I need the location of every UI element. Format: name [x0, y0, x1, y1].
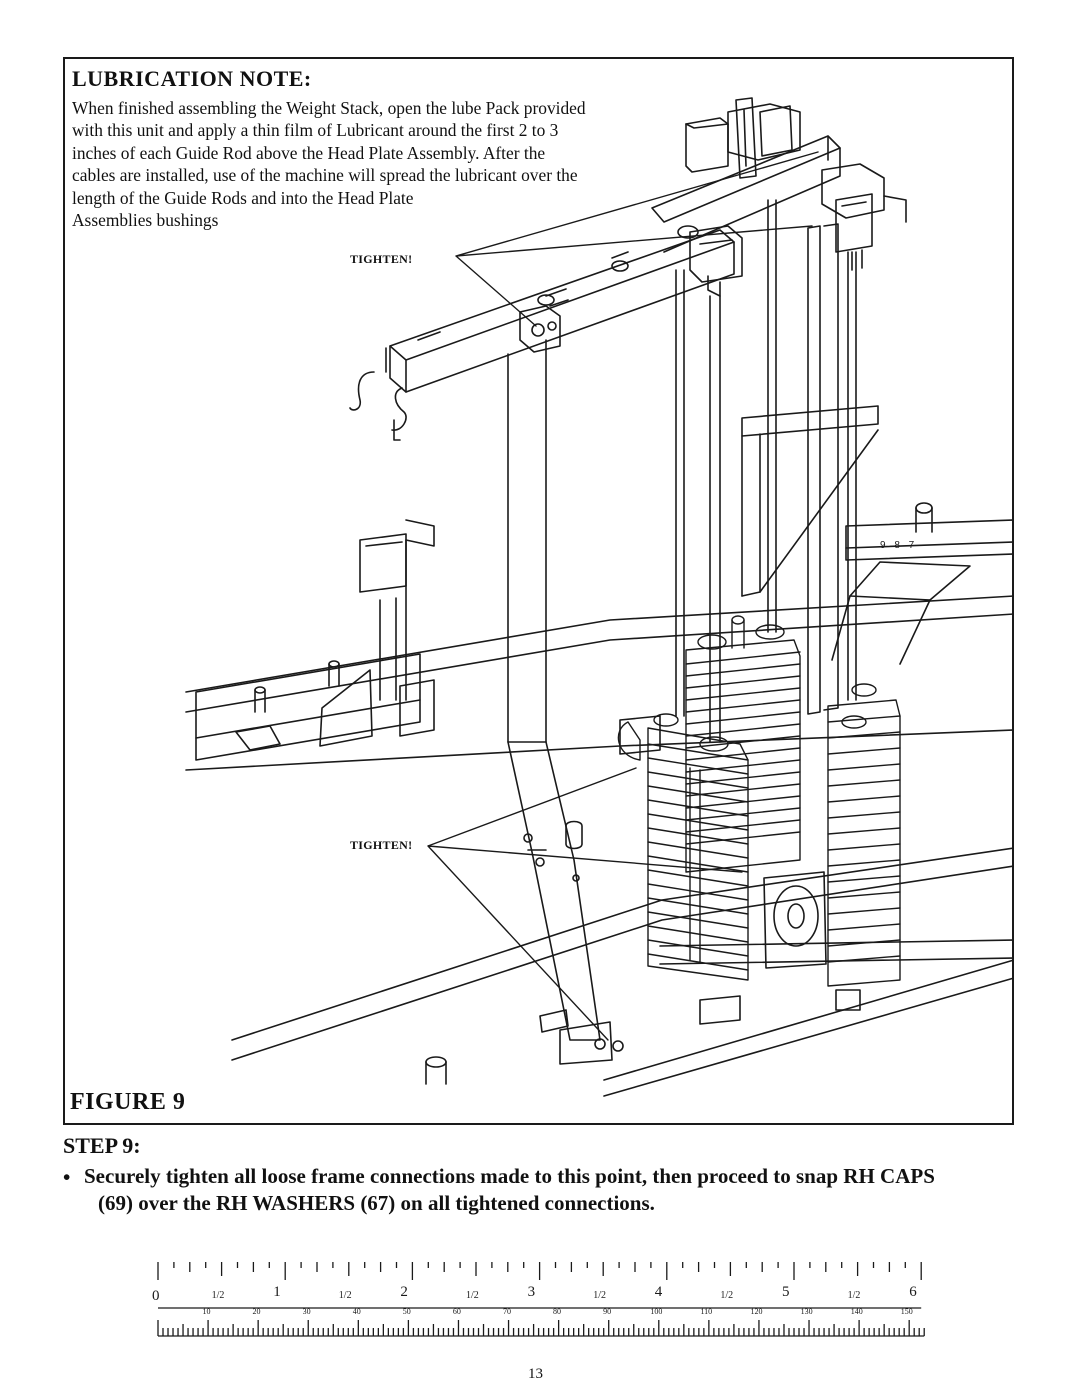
note-line: inches of each Guide Rod above the Head …: [72, 142, 546, 163]
weight-numbers: 9 8 7: [880, 540, 917, 551]
ruler-mm-label: 60: [453, 1307, 461, 1316]
step-title: STEP 9:: [63, 1133, 141, 1158]
ruler-inch-label: 6: [909, 1284, 917, 1300]
note-line: cables are installed, use of the machine…: [72, 165, 578, 186]
ruler-mm-label: 90: [603, 1307, 611, 1316]
ruler-half-label: 1/2: [593, 1290, 606, 1301]
ruler-inch-label: 0: [152, 1288, 160, 1304]
ruler-mm-label: 80: [553, 1307, 561, 1316]
page-number: 13: [528, 1366, 543, 1382]
ruler-half-label: 1/2: [212, 1290, 225, 1301]
note-line: Assemblies bushings: [72, 210, 219, 231]
ruler-mm-label: 30: [303, 1307, 311, 1316]
ruler-mm-label: 50: [403, 1307, 411, 1316]
lubrication-note-title: LUBRICATION NOTE:: [72, 66, 312, 91]
note-line: with this unit and apply a thin film of …: [72, 120, 559, 141]
ruler-half-label: 1/2: [720, 1290, 733, 1301]
ruler-inch-label: 4: [655, 1284, 663, 1300]
weight-stack-assembly-drawing: 9 8 7: [185, 97, 1012, 1097]
ruler-inch-label: 5: [782, 1284, 790, 1300]
tighten-callout-top: TIGHTEN!: [350, 252, 413, 266]
figure-frame: [63, 57, 1014, 1125]
ruler-mm-label: 130: [801, 1307, 813, 1316]
tighten-callout-bottom: TIGHTEN!: [350, 838, 413, 852]
ruler-half-label: 1/2: [848, 1290, 861, 1301]
figure-label: FIGURE 9: [70, 1089, 186, 1115]
ruler-mm-label: 110: [700, 1307, 712, 1316]
ruler-mm-label: 120: [751, 1307, 763, 1316]
ruler-mm-label: 150: [901, 1307, 913, 1316]
ruler-inch-label: 2: [400, 1284, 408, 1300]
ruler-mm-label: 20: [253, 1307, 261, 1316]
note-line: length of the Guide Rods and into the He…: [72, 187, 414, 208]
ruler-mm-label: 70: [503, 1307, 511, 1316]
ruler-mm-label: 100: [650, 1307, 662, 1316]
step-instruction-line-1: Securely tighten all loose frame connect…: [84, 1164, 935, 1188]
ruler-inch-label: 1: [273, 1284, 281, 1300]
ruler-half-label: 1/2: [339, 1290, 352, 1301]
ruler-half-label: 1/2: [466, 1290, 479, 1301]
ruler-mm-label: 10: [202, 1307, 210, 1316]
ruler-inch-label: 3: [528, 1284, 536, 1300]
lubrication-note-body: When finished assembling the Weight Stac…: [72, 97, 672, 231]
step-instruction-line-2: (69) over the RH WASHERS (67) on all tig…: [98, 1191, 655, 1215]
ruler-mm-label: 140: [851, 1307, 863, 1316]
bullet-point: •: [63, 1165, 71, 1189]
ruler-mm-label: 40: [353, 1307, 361, 1316]
note-line: When finished assembling the Weight Stac…: [72, 98, 586, 118]
